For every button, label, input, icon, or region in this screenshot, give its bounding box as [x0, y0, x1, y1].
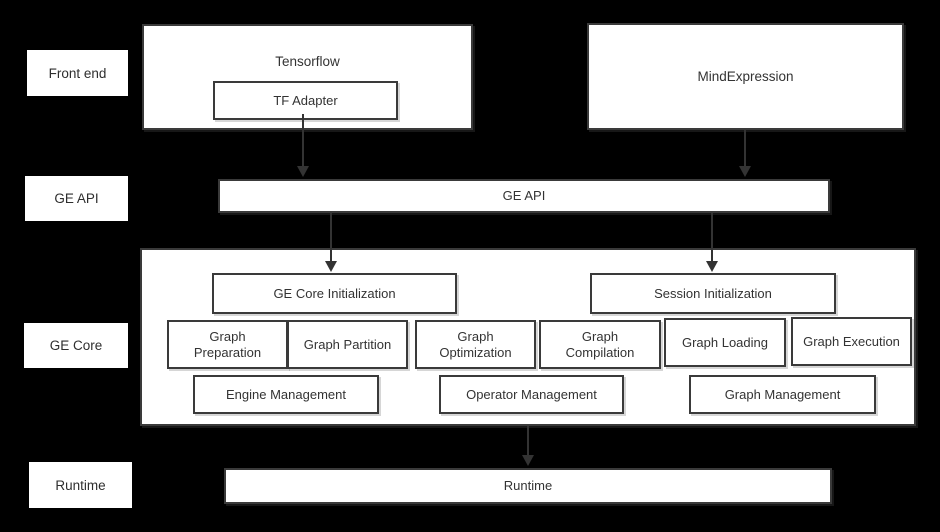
ge-core-box: GE Core Initialization Session Initializ… [140, 248, 916, 426]
lane-label-ge-core: GE Core [24, 323, 128, 368]
tf-adapter-box: TF Adapter [213, 81, 398, 120]
arrow-ge-api-to-ge-core-initialization [330, 213, 332, 262]
arrow-mindexpression-to-ge-api [744, 130, 746, 167]
mindexpression-box: MindExpression [587, 23, 904, 130]
graph-optimization-box: Graph Optimization [415, 320, 536, 369]
lane-label-ge-api: GE API [25, 176, 128, 221]
arrow-ge-api-to-session-initialization [711, 213, 713, 262]
arrow-tf-adapter-to-ge-api [302, 114, 304, 167]
graph-management-box: Graph Management [689, 375, 876, 414]
graph-preparation-box: Graph Preparation [167, 320, 288, 369]
operator-management-box: Operator Management [439, 375, 624, 414]
graph-execution-box: Graph Execution [791, 317, 912, 366]
engine-management-box: Engine Management [193, 375, 379, 414]
ge-core-initialization-box: GE Core Initialization [212, 273, 457, 314]
ge-api-bar: GE API [218, 179, 830, 213]
tensorflow-title: Tensorflow [275, 54, 340, 69]
tensorflow-box: Tensorflow TF Adapter [142, 24, 473, 130]
graph-partition-box: Graph Partition [287, 320, 408, 369]
graph-loading-box: Graph Loading [664, 318, 786, 367]
lane-label-runtime: Runtime [29, 462, 132, 508]
runtime-bar: Runtime [224, 468, 832, 504]
lane-label-front-end: Front end [27, 50, 128, 96]
graph-compilation-box: Graph Compilation [539, 320, 661, 369]
session-initialization-box: Session Initialization [590, 273, 836, 314]
arrow-ge-core-to-runtime [527, 426, 529, 456]
